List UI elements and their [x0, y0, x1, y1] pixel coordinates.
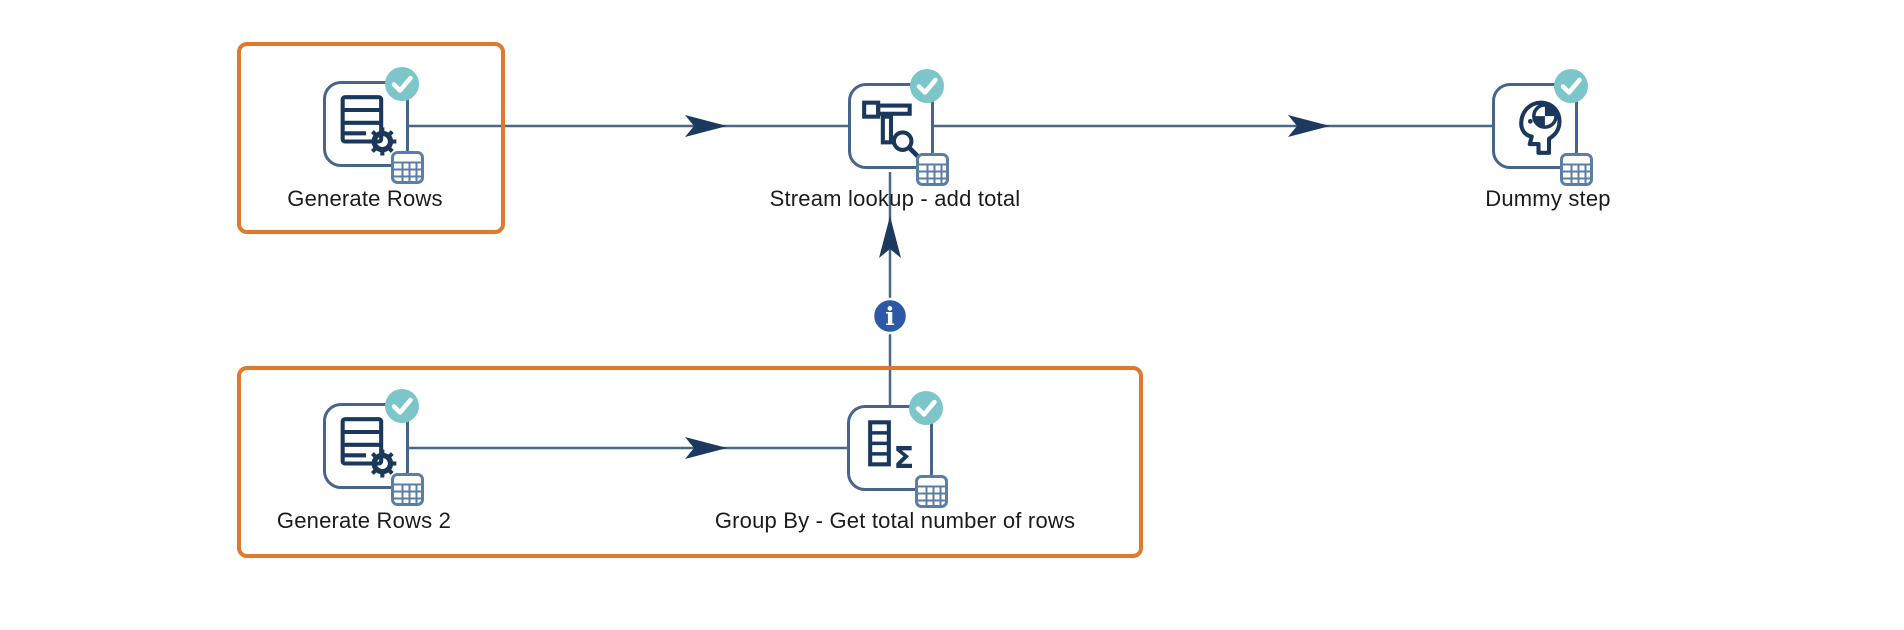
step-generate-rows[interactable] [323, 67, 424, 184]
data-grid-icon[interactable] [390, 150, 425, 185]
step-label-dummy: Dummy step [1485, 186, 1611, 211]
step-dummy[interactable] [1492, 69, 1593, 186]
success-check-icon [384, 388, 420, 424]
data-grid-icon[interactable] [915, 152, 950, 187]
step-generate-rows-2[interactable] [323, 389, 424, 506]
arrowhead-icon [685, 437, 727, 459]
arrowhead-icon [1288, 115, 1330, 137]
step-label-group-by: Group By - Get total number of rows [714, 508, 1076, 533]
success-check-icon [909, 68, 945, 104]
gear-icon [368, 127, 397, 156]
data-grid-icon[interactable] [914, 474, 949, 509]
success-check-icon [384, 66, 420, 102]
data-grid-icon[interactable] [1559, 152, 1594, 187]
success-check-icon [1553, 68, 1589, 104]
success-check-icon [908, 390, 944, 426]
step-label-generate-rows: Generate Rows [287, 186, 443, 211]
svg-text:i: i [885, 302, 895, 331]
group-by-sigma-icon[interactable]: Σ [847, 405, 933, 491]
sigma-glyph: Σ [894, 441, 915, 476]
step-stream-lookup[interactable] [848, 69, 949, 186]
step-label-stream-lookup: Stream lookup - add total [769, 186, 1021, 211]
data-grid-icon[interactable] [390, 472, 425, 507]
info-stream-icon[interactable]: i [871, 297, 909, 335]
step-group-by[interactable]: Σ [847, 391, 948, 508]
gear-icon [368, 449, 397, 478]
step-label-generate-rows-2: Generate Rows 2 [276, 508, 452, 533]
arrowhead-icon [685, 115, 727, 137]
arrowhead-up-icon [879, 216, 901, 258]
magnifier-icon [891, 130, 920, 158]
